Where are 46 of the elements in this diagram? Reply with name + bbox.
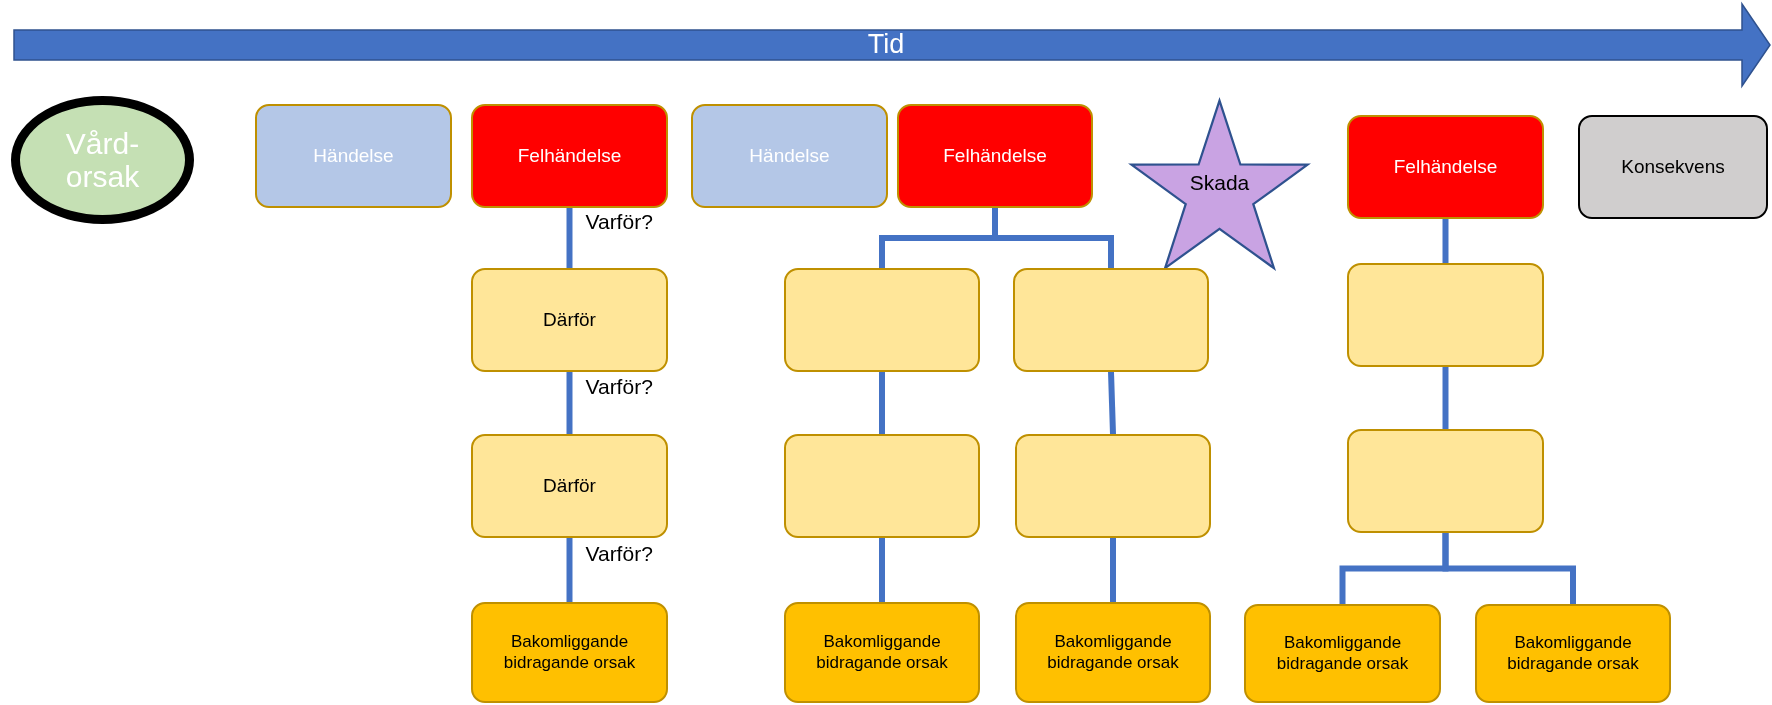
connector-line [1442,533,1576,604]
connector-line [1108,371,1116,435]
node-text: Skada [1189,170,1250,196]
node-text: Därför [543,308,596,332]
root-cause-box [1244,604,1441,703]
node-text: Därför [543,474,596,498]
root-cause-box [784,602,980,703]
event-box [255,104,452,208]
empty-box [1347,429,1544,533]
empty-box [1013,268,1209,372]
empty-box [1347,263,1544,367]
axis-label: Tid [867,28,905,61]
node-text: Felhändelse [943,144,1047,168]
empty-box [784,268,980,372]
connector-line [1110,538,1116,602]
node-text: Händelse [313,144,394,168]
cause-box [471,268,668,372]
connector-line [1442,219,1449,263]
node-text: Bakomliggande bidragande orsak [1506,633,1640,674]
node-text: Konsekvens [1621,155,1725,179]
node-text: Vård-orsak [64,127,141,193]
connector-line [566,372,573,434]
node-text: Bakomliggande bidragande orsak [1046,632,1180,673]
cause-box [471,434,668,538]
node-text: Felhändelse [517,144,622,168]
root-cause-box [1475,604,1671,703]
node-text: Felhändelse [1393,155,1498,179]
fault-event-box [471,104,668,208]
connector-line [992,208,1114,268]
event-box [691,104,888,208]
node-text: Bakomliggande bidragande orsak [502,632,637,673]
root-cause-box [471,602,668,703]
connector-line [1442,367,1449,429]
connector-line [566,208,573,268]
node-text: Bakomliggande bidragande orsak [1275,633,1410,674]
connector-line [879,538,885,602]
fault-event-box [897,104,1093,208]
root-cause-box [1015,602,1211,703]
empty-box [1015,434,1211,538]
empty-box [784,434,980,538]
node-text: Händelse [749,144,830,168]
consequence-box [1578,115,1768,219]
connector-line [566,538,573,602]
connector-line [879,372,885,434]
fault-event-box [1347,115,1544,219]
node-text: Bakomliggande bidragande orsak [815,632,949,673]
